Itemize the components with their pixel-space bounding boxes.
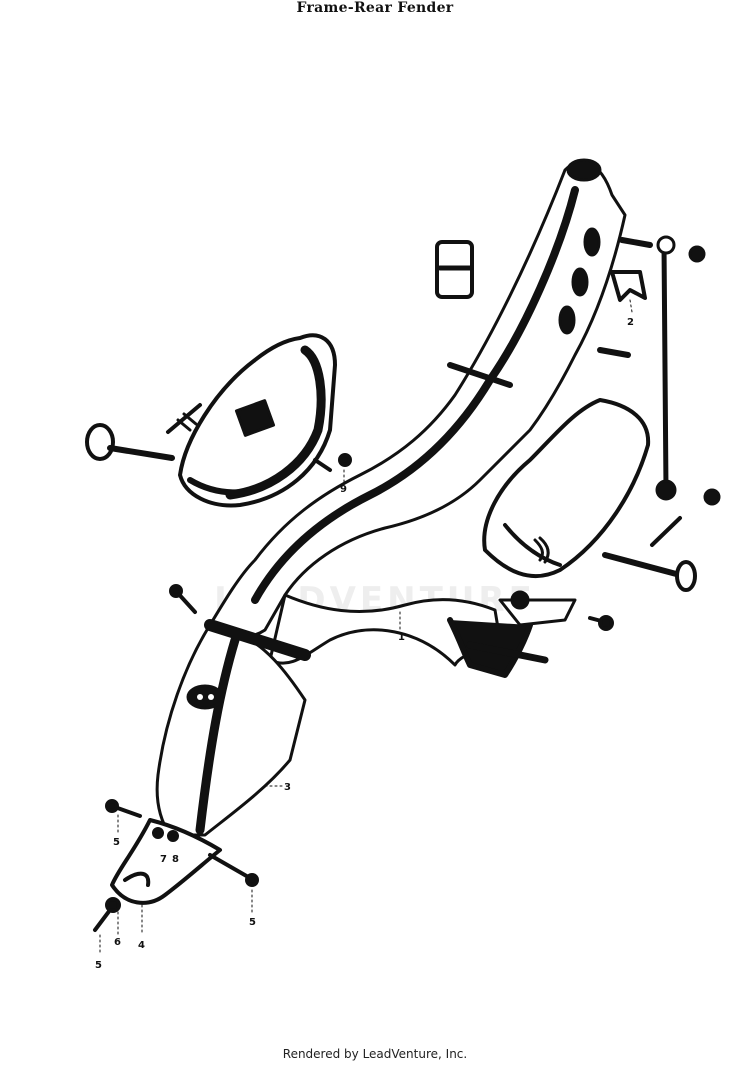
left-side-cover (178, 333, 337, 508)
leader-lines (99, 299, 633, 956)
callout-8: 8 (172, 854, 179, 865)
rear-fender (155, 619, 311, 837)
callout-7: 7 (160, 854, 167, 865)
shock-bracket (610, 270, 647, 302)
callout-5-lower: 5 (95, 960, 102, 971)
callout-2: 2 (627, 317, 634, 328)
left-cover-knob (85, 403, 202, 461)
frame-backbone (208, 158, 627, 639)
callout-5-right: 5 (249, 917, 256, 928)
diagram-title: Frame-Rear Fender (296, 0, 454, 16)
callout-3: 3 (284, 782, 291, 793)
right-side-cover (482, 398, 651, 579)
right-cover-knob (602, 516, 697, 592)
callout-5-upper: 5 (113, 837, 120, 848)
footer-credit: Rendered by LeadVenture, Inc. (282, 1047, 468, 1061)
callout-1: 1 (398, 632, 405, 643)
screw-set (93, 453, 614, 932)
callout-4: 4 (138, 940, 145, 951)
callout-9: 9 (340, 484, 347, 495)
fender-tail-piece (110, 818, 222, 905)
callout-6: 6 (114, 937, 121, 948)
rear-shock-rod (597, 235, 721, 506)
frame-lower-section (268, 590, 577, 678)
tool-box (435, 240, 474, 299)
